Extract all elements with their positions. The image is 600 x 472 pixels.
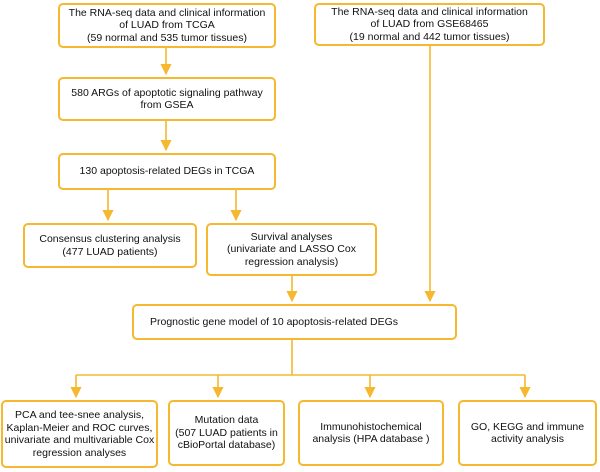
box-survival-line-3: regression analysis) bbox=[244, 255, 339, 268]
box-model-line-1: Prognostic gene model of 10 apoptosis-re… bbox=[150, 315, 399, 328]
box-ihc-line-2: analysis (HPA database ) bbox=[312, 433, 430, 445]
box-mutation-data: Mutation data (507 LUAD patients in cBio… bbox=[168, 400, 285, 466]
box-survival-line-1: Survival analyses bbox=[250, 230, 333, 243]
box-pca-line-3: univariate and multivariable Cox bbox=[4, 434, 155, 446]
box-gse-line-3: (19 normal and 442 tumor tissues) bbox=[349, 30, 510, 43]
box-mutation-line-3: cBioPortal database) bbox=[177, 439, 276, 452]
box-pca-line-2: Kaplan-Meier and ROC curves, bbox=[6, 421, 153, 434]
box-mutation-line-1: Mutation data bbox=[194, 414, 259, 427]
box-pca-line-1: PCA and tee-snee analysis, bbox=[15, 409, 144, 421]
box-tcga-line-2: of LUAD from TCGA bbox=[119, 19, 215, 32]
box-go-kegg: GO, KEGG and immune activity analysis bbox=[458, 400, 597, 466]
box-survival-analyses: Survival analyses (univariate and LASSO … bbox=[206, 223, 377, 276]
box-ihc-line-1: Immunohistochemical bbox=[320, 420, 422, 433]
box-immunohistochemical: Immunohistochemical analysis (HPA databa… bbox=[298, 400, 444, 466]
box-mutation-line-2: (507 LUAD patients in bbox=[175, 426, 278, 439]
box-gse-data: The RNA-seq data and clinical informatio… bbox=[314, 3, 545, 46]
box-go-line-2: activity analysis bbox=[491, 433, 564, 445]
box-consensus-clustering: Consensus clustering analysis (477 LUAD … bbox=[23, 223, 197, 268]
box-args-line-1: 580 ARGs of apoptotic signaling pathway bbox=[71, 86, 263, 99]
box-survival-line-2: (univariate and LASSO Cox bbox=[227, 243, 356, 256]
box-tcga-data: The RNA-seq data and clinical informatio… bbox=[58, 3, 276, 48]
box-gse-line-1: The RNA-seq data and clinical informatio… bbox=[331, 5, 528, 18]
box-apoptosis-degs: 130 apoptosis-related DEGs in TCGA bbox=[58, 153, 276, 190]
box-tcga-line-1: The RNA-seq data and clinical informatio… bbox=[68, 6, 266, 19]
box-consensus-line-2: (477 LUAD patients) bbox=[62, 245, 158, 258]
box-pca-analysis: PCA and tee-snee analysis, Kaplan-Meier … bbox=[1, 400, 158, 468]
box-tcga-line-3: (59 normal and 535 tumor tissues) bbox=[87, 31, 247, 44]
box-consensus-line-1: Consensus clustering analysis bbox=[39, 233, 181, 245]
box-args-gsea: 580 ARGs of apoptotic signaling pathway … bbox=[58, 77, 276, 121]
box-degs-line-1: 130 apoptosis-related DEGs in TCGA bbox=[79, 165, 255, 178]
box-prognostic-model: Prognostic gene model of 10 apoptosis-re… bbox=[132, 304, 457, 340]
box-args-line-2: from GSEA bbox=[140, 99, 194, 111]
box-gse-line-2: of LUAD from GSE68465 bbox=[370, 18, 489, 31]
box-pca-line-4: regression analyses bbox=[32, 446, 127, 459]
box-go-line-1: GO, KEGG and immune bbox=[470, 420, 585, 433]
